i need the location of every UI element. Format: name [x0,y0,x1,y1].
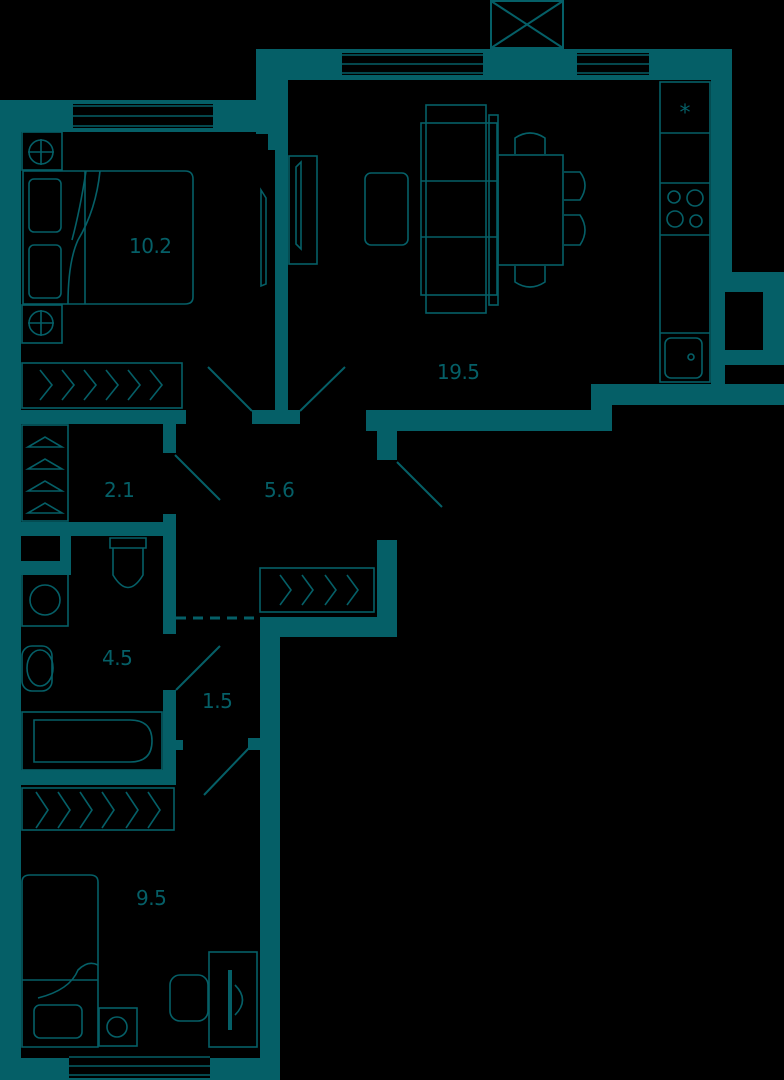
doors [174,366,443,796]
kids-room-furniture [21,787,258,1048]
bedroom-furniture [21,131,267,409]
bathroom-furniture [21,537,163,771]
walls [0,49,784,1080]
area-label-hallway: 5.6 [264,478,295,502]
wardrobe-furniture [21,424,375,613]
windows [69,0,649,1078]
area-label-kitchen-living: 19.5 [437,360,480,384]
area-label-kids-room: 9.5 [136,886,167,910]
area-label-wardrobe: 2.1 [104,478,135,502]
area-label-bedroom: 10.2 [129,234,172,258]
living-furniture: * [288,81,711,383]
svg-text:*: * [680,101,691,126]
area-label-corridor: 1.5 [202,689,233,713]
area-label-bathroom: 4.5 [102,646,133,670]
